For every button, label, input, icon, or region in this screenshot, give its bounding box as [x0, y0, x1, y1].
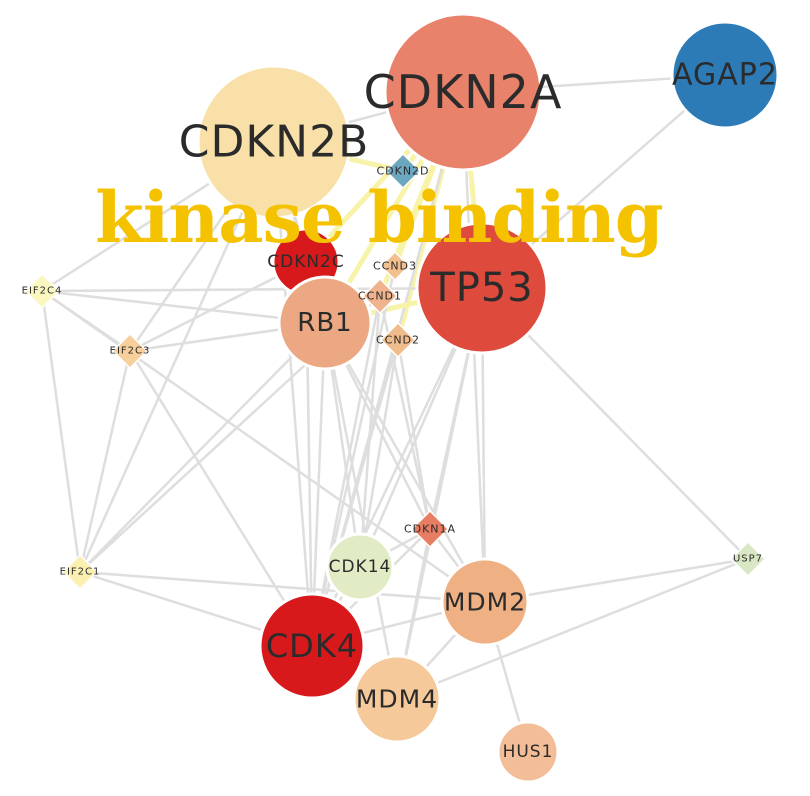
node-usp7-shape	[729, 540, 767, 578]
node-cdkn1a[interactable]: CDKN1A	[404, 509, 456, 549]
node-tp53-shape	[415, 221, 549, 355]
edge-cdkn2b-eif2c1	[78, 141, 276, 573]
node-mdm4-shape	[352, 654, 442, 744]
edge-ccnd3-cdk4	[310, 265, 397, 647]
edge-rb1-mdm4	[323, 322, 399, 700]
node-cdk4-label: CDK4	[266, 627, 358, 665]
node-cdkn2d-label: CDKN2D	[376, 165, 429, 178]
node-agap2[interactable]: AGAP2	[670, 20, 780, 130]
node-eif2c3-shape	[111, 332, 149, 370]
node-mdm2-label: MDM2	[444, 588, 526, 617]
node-cdkn2a-shape	[383, 12, 543, 172]
node-cdkn2d-shape	[384, 152, 422, 190]
node-cdkn2b[interactable]: CDKN2B	[179, 64, 370, 220]
node-mdm4[interactable]: MDM4	[352, 654, 442, 744]
edge-ccnd2-cdkn1a	[396, 339, 432, 530]
node-cdk14-label: CDK14	[329, 557, 392, 577]
edge-rb1-eif2c1	[79, 322, 326, 573]
edge-ccnd1-cdk14	[358, 295, 382, 568]
edge-eif2c4-mdm2	[41, 289, 486, 604]
edge-eif2c4-eif2c1	[40, 290, 82, 573]
node-rb1-shape	[277, 275, 373, 371]
node-ccnd1-shape	[361, 277, 399, 315]
node-ccnd1[interactable]: CCND1	[358, 277, 402, 315]
node-mdm2-shape	[440, 557, 530, 647]
node-ccnd2-label: CCND2	[376, 334, 420, 347]
node-ccnd3-label: CCND3	[373, 260, 417, 273]
node-cdkn2c-label: CDKN2C	[267, 252, 345, 272]
node-eif2c1-label: EIF2C1	[60, 567, 101, 578]
edge-rb1-mdm2	[323, 322, 487, 603]
node-cdkn2b-shape	[196, 64, 352, 220]
node-cdk14[interactable]: CDK14	[325, 532, 395, 602]
edge-ccnd1-cdk4	[310, 295, 382, 647]
node-eif2c3-label: EIF2C3	[110, 346, 151, 357]
node-ccnd3-shape	[379, 250, 411, 282]
node-eif2c1-shape	[61, 553, 99, 591]
node-cdkn2a[interactable]: CDKN2A	[364, 12, 563, 172]
node-cdkn2a-label: CDKN2A	[364, 65, 563, 119]
node-ccnd2-shape	[379, 321, 417, 359]
edge-cdkn2b-cdk4	[272, 141, 314, 647]
node-cdkn2d[interactable]: CDKN2D	[376, 152, 429, 190]
node-ccnd3[interactable]: CCND3	[373, 250, 417, 282]
node-agap2-label: AGAP2	[672, 58, 778, 93]
node-cdkn1a-shape	[410, 509, 450, 549]
edge-usp7-mdm4	[396, 557, 749, 701]
node-cdkn1a-label: CDKN1A	[404, 523, 456, 536]
node-ccnd1-label: CCND1	[358, 290, 402, 303]
node-eif2c4-shape	[23, 272, 61, 310]
node-hus1-shape	[496, 720, 560, 784]
node-cdk4[interactable]: CDK4	[258, 592, 366, 700]
node-mdm2[interactable]: MDM2	[440, 557, 530, 647]
node-tp53-label: TP53	[429, 265, 533, 311]
node-usp7-label: USP7	[733, 554, 763, 565]
node-hus1[interactable]: HUS1	[496, 720, 560, 784]
node-rb1[interactable]: RB1	[277, 275, 373, 371]
node-eif2c1[interactable]: EIF2C1	[60, 553, 101, 591]
node-eif2c4-label: EIF2C4	[22, 286, 63, 297]
node-ccnd2[interactable]: CCND2	[376, 321, 420, 359]
node-tp53[interactable]: TP53	[415, 221, 549, 355]
node-eif2c3[interactable]: EIF2C3	[110, 332, 151, 370]
node-usp7[interactable]: USP7	[729, 540, 767, 578]
node-eif2c4[interactable]: EIF2C4	[22, 272, 63, 310]
node-cdk14-shape	[325, 532, 395, 602]
edge-ccnd2-cdk14	[358, 339, 400, 568]
node-cdkn2b-label: CDKN2B	[179, 117, 370, 168]
node-hus1-label: HUS1	[503, 742, 554, 762]
edge-eif2c3-cdk4	[128, 350, 314, 647]
node-agap2-shape	[670, 20, 780, 130]
overlay-title: kinase binding	[95, 176, 663, 259]
edge-tp53-eif2c4	[41, 286, 483, 293]
node-layer: CDKN2ACDKN2BAGAP2CDKN2DCDKN2CTP53RB1CCND…	[22, 12, 780, 784]
edge-eif2c3-eif2c1	[78, 350, 132, 573]
node-rb1-label: RB1	[297, 308, 352, 338]
node-cdk4-shape	[258, 592, 366, 700]
node-mdm4-label: MDM4	[356, 685, 438, 714]
